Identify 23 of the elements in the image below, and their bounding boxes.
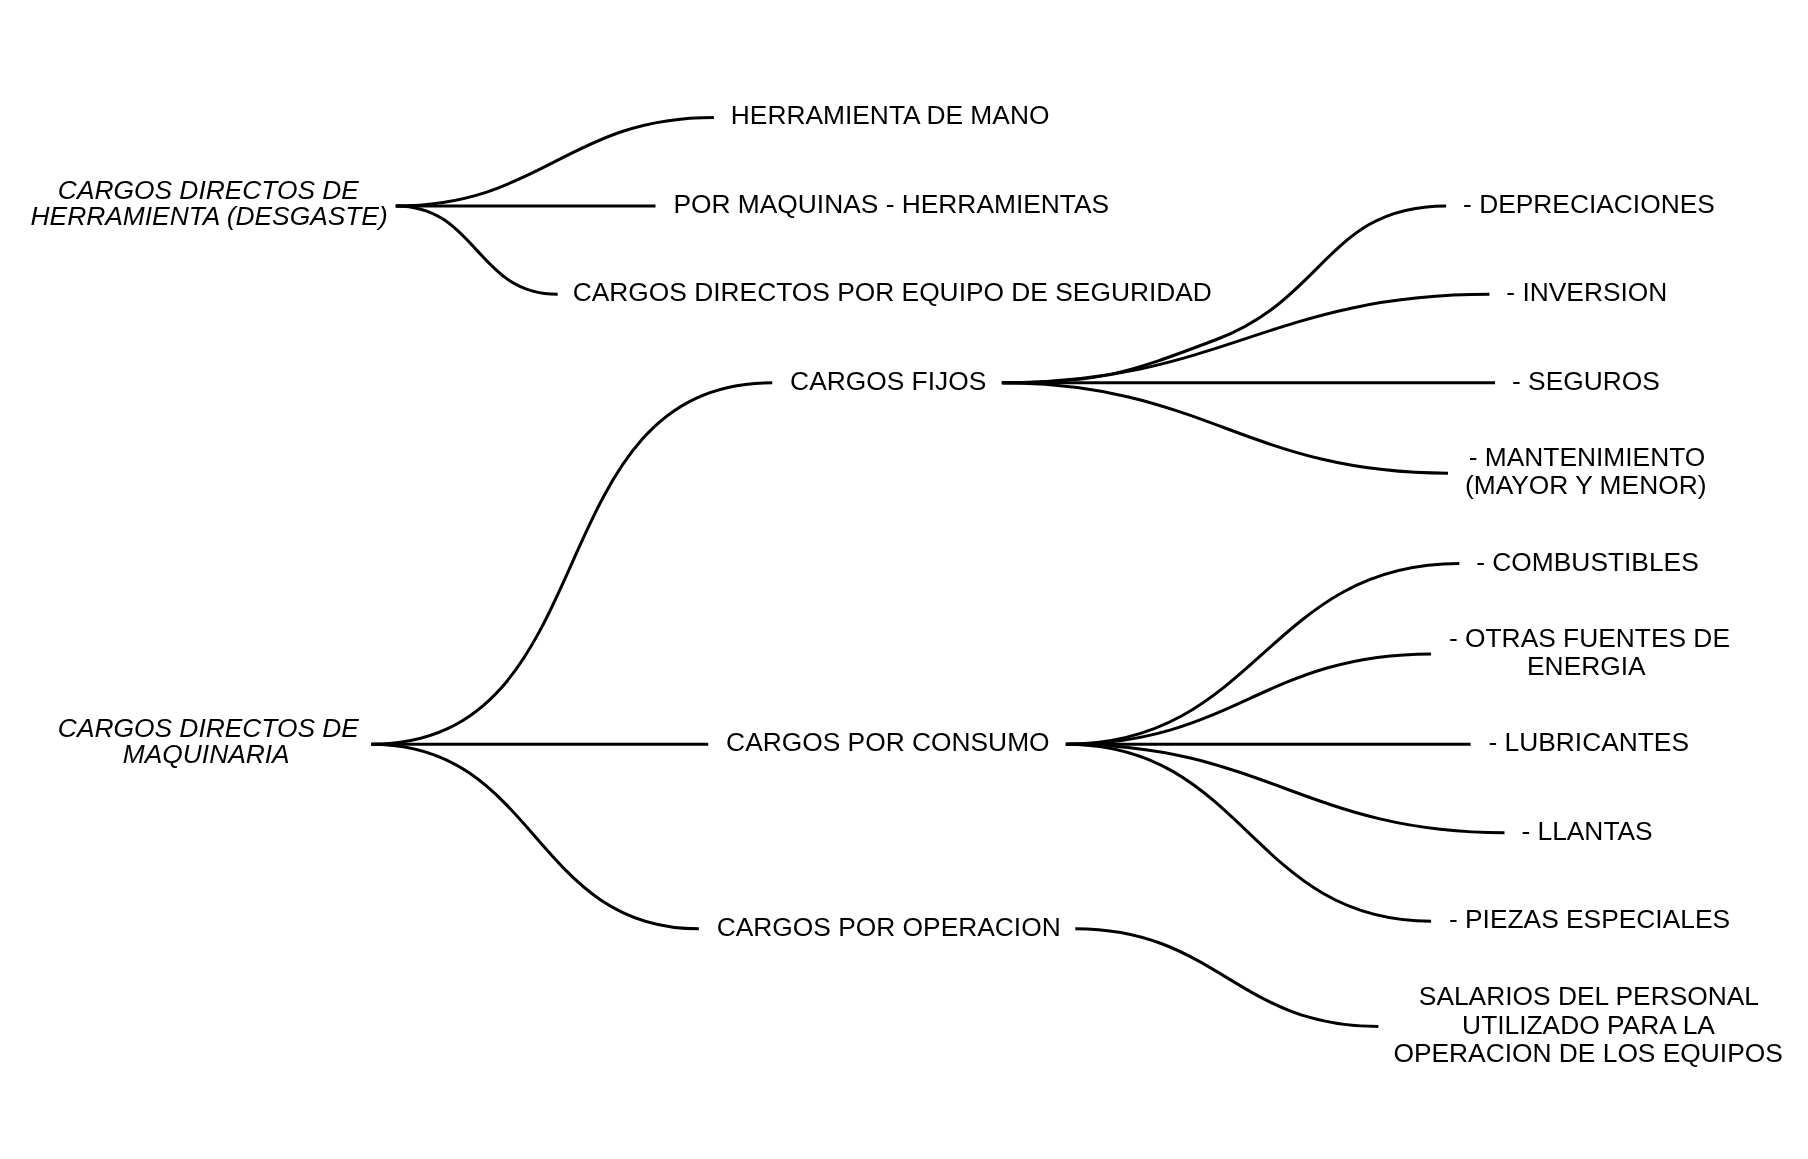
node-text: CARGOS DIRECTOS DE MAQUINARIA [57,712,359,769]
connector [1075,926,1379,1028]
node-text: POR MAQUINAS - HERRAMIENTAS [673,188,1110,219]
node-text: CARGOS POR OPERACION [716,911,1061,942]
connector [1001,380,1449,475]
node-text: CARGOS DIRECTOS POR EQUIPO DE SEGURIDAD [572,276,1212,307]
node-text: - LLANTAS [1521,815,1653,846]
node-text: HERRAMIENTA DE MANO [730,99,1050,130]
node-text: - COMBUSTIBLES [1476,545,1699,576]
connector [1065,742,1432,923]
node-text: - OTRAS FUENTES DE ENERGIA [1448,622,1730,681]
connector [371,742,699,930]
node-text: - INVERSION [1506,276,1668,307]
node-text: SALARIOS DEL PERSONAL UTILIZADO PARA LA OPERACION DE LOS EQUIPOS [1393,980,1783,1068]
node-text: - PIEZAS ESPECIALES [1448,903,1731,934]
node-text: CARGOS POR CONSUMO [726,726,1050,757]
node-text: - LUBRICANTES [1488,726,1690,757]
node-text: - DEPRECIACIONES [1463,188,1715,219]
node-text: - SEGUROS [1512,365,1660,396]
node-text: CARGOS FIJOS [790,365,987,396]
connector [395,203,558,296]
node-text: - MANTENIMIENTO (MAYOR Y MENOR) [1464,441,1707,500]
node-text: CARGOS DIRECTOS DE HERRAMIENTA (DESGASTE) [30,174,388,231]
